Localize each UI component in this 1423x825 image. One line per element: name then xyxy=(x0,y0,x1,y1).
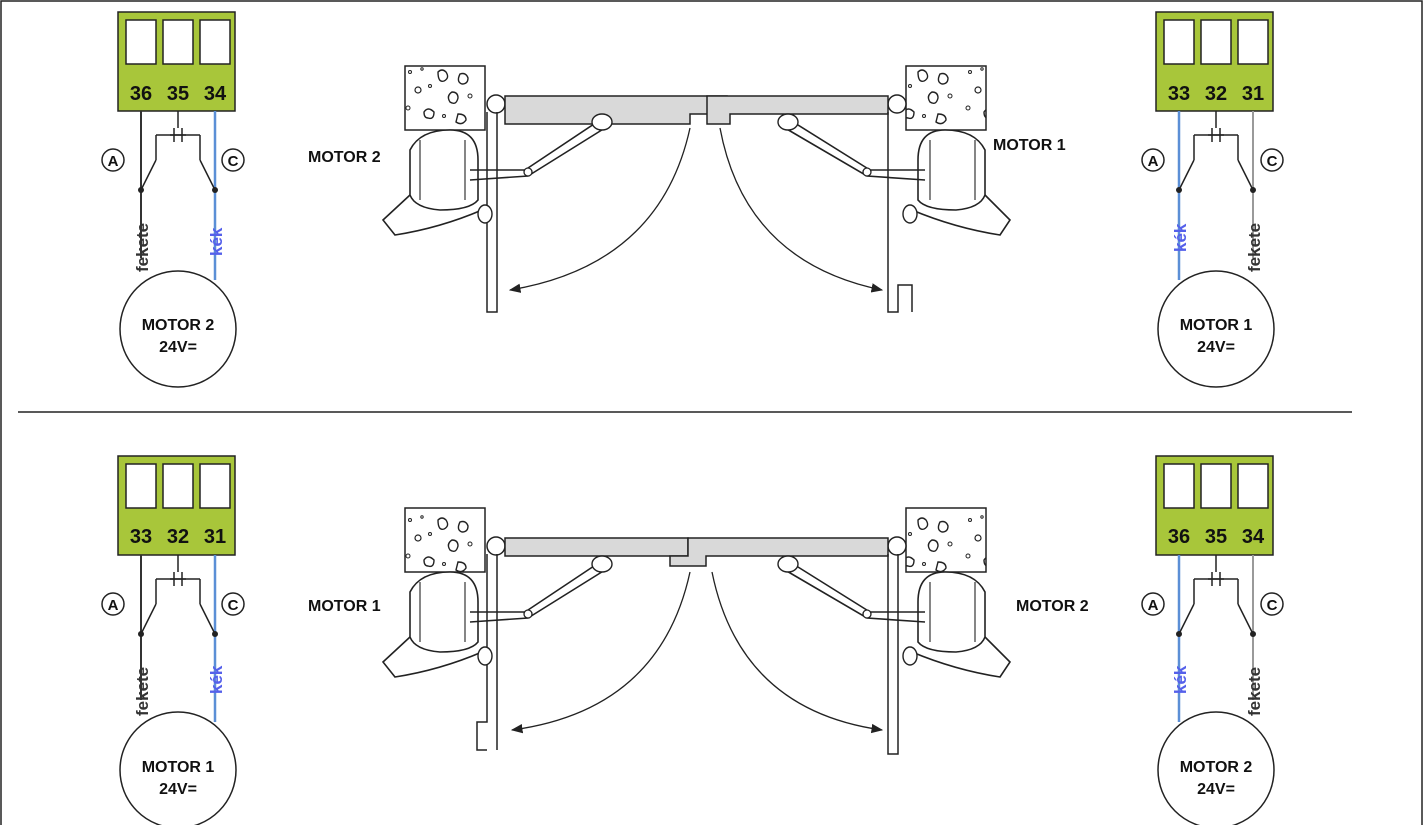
pillar-right xyxy=(905,507,987,573)
motor-name: MOTOR 2 xyxy=(142,317,215,334)
gate-motor-label-left: MOTOR 2 xyxy=(308,149,381,166)
terminal-block-right: 36 35 34 xyxy=(1155,455,1274,556)
terminal-label-a: A xyxy=(1148,597,1159,614)
terminal-label-a: A xyxy=(108,597,119,614)
motor-voltage: 24V= xyxy=(159,781,197,798)
actuator-right xyxy=(777,555,1012,678)
terminal-number: 32 xyxy=(1205,83,1227,105)
wire-label-blue: kék xyxy=(1171,223,1190,252)
wiring-right: A C kék fekete xyxy=(1141,111,1284,280)
terminal-label-c: C xyxy=(228,597,239,614)
motor-voltage: 24V= xyxy=(1197,781,1235,798)
wiring-left: A C fekete kék xyxy=(101,555,245,722)
gate-drawing: MOTOR 2 MOTOR 1 xyxy=(308,65,1066,313)
motor-circle-left: MOTOR 1 24V= xyxy=(119,711,237,825)
gate-leaf-left xyxy=(504,537,689,557)
wire-label-blue: kék xyxy=(1171,665,1190,694)
wire-label-blue: kék xyxy=(207,665,226,694)
gate-motor-label-right: MOTOR 1 xyxy=(993,137,1066,154)
motor-name: MOTOR 2 xyxy=(1180,759,1253,776)
motor-name: MOTOR 1 xyxy=(1180,317,1253,334)
terminal-block-left: 36 35 34 xyxy=(117,11,236,112)
wire-label-blue: kék xyxy=(207,227,226,256)
pillar-left xyxy=(404,507,486,573)
terminal-label-c: C xyxy=(1267,597,1278,614)
section-1: 36 35 34 A C fekete kék MOTOR 2 24V= xyxy=(101,11,1284,388)
motor-circle-left: MOTOR 2 24V= xyxy=(119,270,237,388)
motor-circle-right: MOTOR 2 24V= xyxy=(1157,711,1275,825)
section-2: 33 32 31 A C fekete kék MOTOR 1 24V= xyxy=(101,455,1284,825)
gate-motor-label-right: MOTOR 2 xyxy=(1016,598,1089,615)
motor-voltage: 24V= xyxy=(1197,339,1235,356)
pillar-left xyxy=(404,65,486,131)
gate-drawing: MOTOR 1 MOTOR 2 xyxy=(308,507,1089,755)
terminal-number: 35 xyxy=(1205,526,1227,548)
wire-label-black: fekete xyxy=(133,667,152,716)
terminal-label-c: C xyxy=(1267,153,1278,170)
terminal-label-c: C xyxy=(228,153,239,170)
actuator-right xyxy=(777,113,1012,236)
motor-voltage: 24V= xyxy=(159,339,197,356)
wire-label-black: fekete xyxy=(1245,667,1264,716)
gate-leaf-right xyxy=(669,537,889,567)
terminal-label-a: A xyxy=(1148,153,1159,170)
wire-label-black: fekete xyxy=(1245,223,1264,272)
terminal-number: 32 xyxy=(167,526,189,548)
wire-label-black: fekete xyxy=(133,223,152,272)
gate-leaf-left xyxy=(504,95,728,125)
terminal-number: 36 xyxy=(1168,526,1190,548)
gate-motor-label-left: MOTOR 1 xyxy=(308,598,381,615)
wiring-right: A C kék fekete xyxy=(1141,555,1284,722)
terminal-label-a: A xyxy=(108,153,119,170)
gate-leaf-right xyxy=(706,95,889,125)
terminal-number: 31 xyxy=(1242,83,1264,105)
terminal-number: 35 xyxy=(167,83,189,105)
motor-circle-right: MOTOR 1 24V= xyxy=(1157,270,1275,388)
wiring-left: A C fekete kék xyxy=(101,111,245,280)
terminal-number: 36 xyxy=(130,83,152,105)
actuator-left xyxy=(381,113,613,236)
terminal-block-left: 33 32 31 xyxy=(117,455,236,556)
terminal-number: 31 xyxy=(204,526,226,548)
terminal-number: 33 xyxy=(130,526,152,548)
actuator-left xyxy=(381,555,613,678)
terminal-block-right: 33 32 31 xyxy=(1155,11,1274,112)
pillar-right xyxy=(905,65,987,131)
motor-name: MOTOR 1 xyxy=(142,759,215,776)
terminal-number: 34 xyxy=(204,83,227,105)
terminal-number: 33 xyxy=(1168,83,1190,105)
terminal-number: 34 xyxy=(1242,526,1265,548)
